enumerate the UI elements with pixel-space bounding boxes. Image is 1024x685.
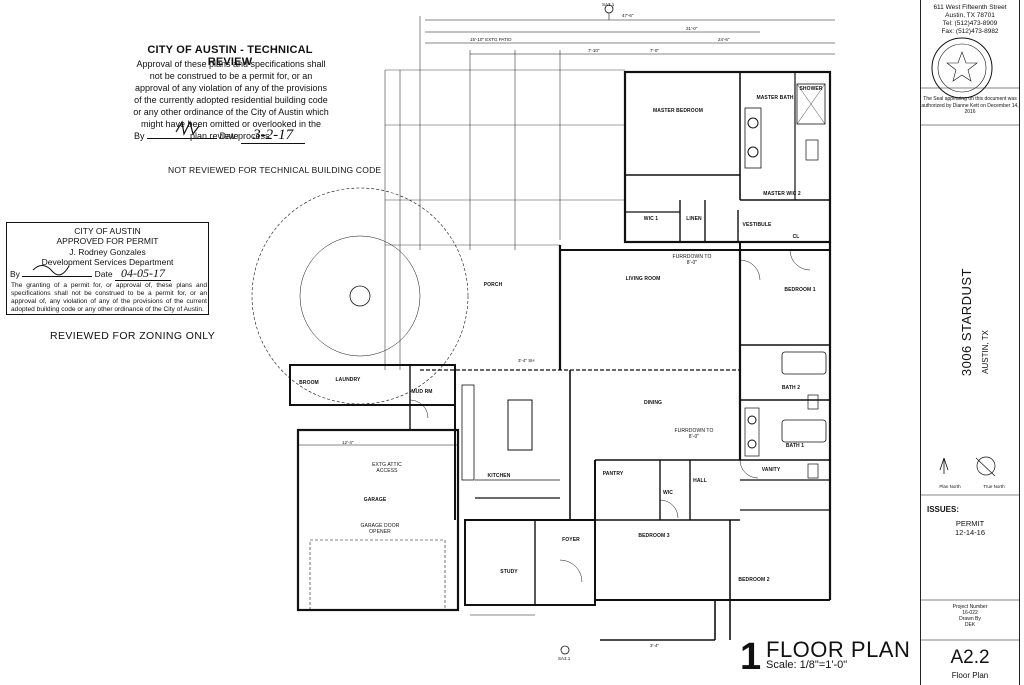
garage-door-opener: GARAGE DOOR OPENER [360, 523, 400, 535]
drawn-by-label: Drawn By [959, 616, 981, 622]
permit-signature-line: By Date 04-05-17 [10, 266, 211, 281]
permit-stamp: CITY OF AUSTIN APPROVED FOR PERMIT J. Ro… [6, 222, 209, 315]
plan-north-label: Plan North [939, 484, 961, 489]
dim-3: 7'-0" [650, 48, 659, 53]
room-living: LIVING ROOM [625, 276, 661, 282]
section-marker-bottom: SA3.1 [558, 656, 571, 661]
project-city: AUSTIN, TX [981, 330, 990, 374]
room-master-wic-2: MASTER WIC 2 [763, 191, 801, 197]
technical-review-body: Approval of these plans and specificatio… [133, 59, 329, 141]
room-broom: BROOM [299, 380, 319, 386]
true-north-label: True North [983, 484, 1005, 489]
issues-label: ISSUES: [927, 505, 960, 514]
by-label: By [134, 131, 145, 141]
room-wic: WIC [662, 490, 674, 496]
room-closet: CL [792, 234, 800, 240]
issue-permit-date: 12-14-16 [954, 528, 986, 537]
technical-review-title: CITY OF AUSTIN - TECHNICAL REVIEW [147, 44, 313, 68]
drawn-by: DEK [964, 622, 976, 628]
drawing-title: FLOOR PLAN [766, 637, 911, 662]
permit-date-label: Date [94, 269, 113, 279]
room-hall: HALL [693, 478, 707, 484]
permit-date: 04-05-17 [115, 266, 172, 281]
project-number-label: Project Number [952, 604, 988, 610]
dim-4: 12'-4" [342, 440, 354, 445]
dim-top-mid: 31'-0" [686, 26, 698, 31]
dim-6: 3'-4" [650, 643, 659, 648]
room-garage: GARAGE [363, 497, 387, 503]
room-linen: LINEN [686, 216, 702, 222]
firm-address: 611 West Fifteenth Street Austin, TX 787… [921, 4, 1019, 36]
room-master-bath: MASTER BATH [756, 95, 794, 101]
issue-permit: PERMIT 12-14-16 [921, 519, 1019, 537]
room-master-bedroom: MASTER BEDROOM [652, 108, 703, 114]
dim-5: 3'-4" SH [518, 358, 535, 363]
permit-by-label: By [10, 269, 20, 279]
dim-1: 24'-6" [718, 37, 730, 42]
dim-top-total: 47'-6" [622, 13, 634, 18]
room-bath-1: BATH 1 [785, 443, 805, 449]
sheet-name: Floor Plan [951, 671, 989, 680]
room-study: STUDY [500, 569, 518, 575]
fax: Fax: (512)473-8982 [941, 28, 999, 35]
dim-2: 7'-10" [588, 48, 600, 53]
not-reviewed-note: NOT REVIEWED FOR TECHNICAL BUILDING CODE [168, 165, 382, 175]
permit-city: CITY OF AUSTIN [74, 226, 141, 236]
zoning-note: REVIEWED FOR ZONING ONLY [50, 330, 216, 342]
phone: Tel: (512)473-8909 [942, 20, 998, 27]
project-name: 3006 STARDUST [959, 268, 974, 377]
room-bedroom-1: BEDROOM 1 [784, 287, 816, 293]
room-bedroom-2: BEDROOM 2 [738, 577, 770, 583]
room-mudroom: MUD RM [411, 389, 433, 395]
furrdown-note-1: FURRDOWN TO 8'-0" [672, 254, 712, 266]
permit-fine-print: The granting of a permit for, or approva… [11, 282, 207, 313]
attic-access: EXTG ATTIC ACCESS [372, 462, 402, 474]
section-marker-top: SA3.1 [602, 2, 615, 7]
room-wic-1: WIC 1 [643, 216, 659, 222]
room-laundry: LAUNDRY [335, 377, 361, 383]
title-block: 611 West Fifteenth Street Austin, TX 787… [920, 0, 1020, 685]
address-line-2: Austin, TX 78701 [945, 12, 995, 19]
review-date: 3-2-17 [241, 127, 306, 144]
room-porch: PORCH [483, 282, 503, 288]
room-kitchen: KITCHEN [487, 473, 511, 479]
seal-note: The Seal appearing on this document was … [921, 96, 1019, 115]
dim-patio: 15'-10" EXTG PATIO [470, 37, 512, 42]
room-bath-2: BATH 2 [781, 385, 801, 391]
permit-official: J. Rodney Gonzales [69, 247, 146, 257]
permit-approved: APPROVED FOR PERMIT [56, 236, 159, 246]
room-vestibule: VESTIBULE [742, 222, 772, 228]
room-shower: SHOWER [799, 86, 823, 92]
room-bedroom-3: BEDROOM 3 [638, 533, 670, 539]
permit-department: Development Services Department [41, 257, 174, 267]
room-vanity: VANITY [761, 467, 781, 473]
address-line-1: 611 West Fifteenth Street [933, 4, 1007, 11]
furrdown-note-2: FURRDOWN TO 8'-0" [674, 428, 714, 440]
sheet-number: A2.2 [950, 647, 990, 668]
project-number: 16-022 [962, 610, 978, 616]
room-dining: DINING [643, 400, 663, 406]
drawing-number: 1 [740, 636, 762, 678]
technical-review-signature-line: By Date 3-2-17 [134, 127, 306, 144]
room-foyer: FOYER [562, 537, 580, 543]
drawing-scale: Scale: 1/8"=1'-0" [766, 659, 848, 671]
issue-permit-label: PERMIT [955, 519, 985, 528]
date-label: Date [219, 131, 239, 141]
room-pantry: PANTRY [602, 471, 624, 477]
project-info: Project Number 16-022 Drawn By DEK [921, 604, 1019, 628]
